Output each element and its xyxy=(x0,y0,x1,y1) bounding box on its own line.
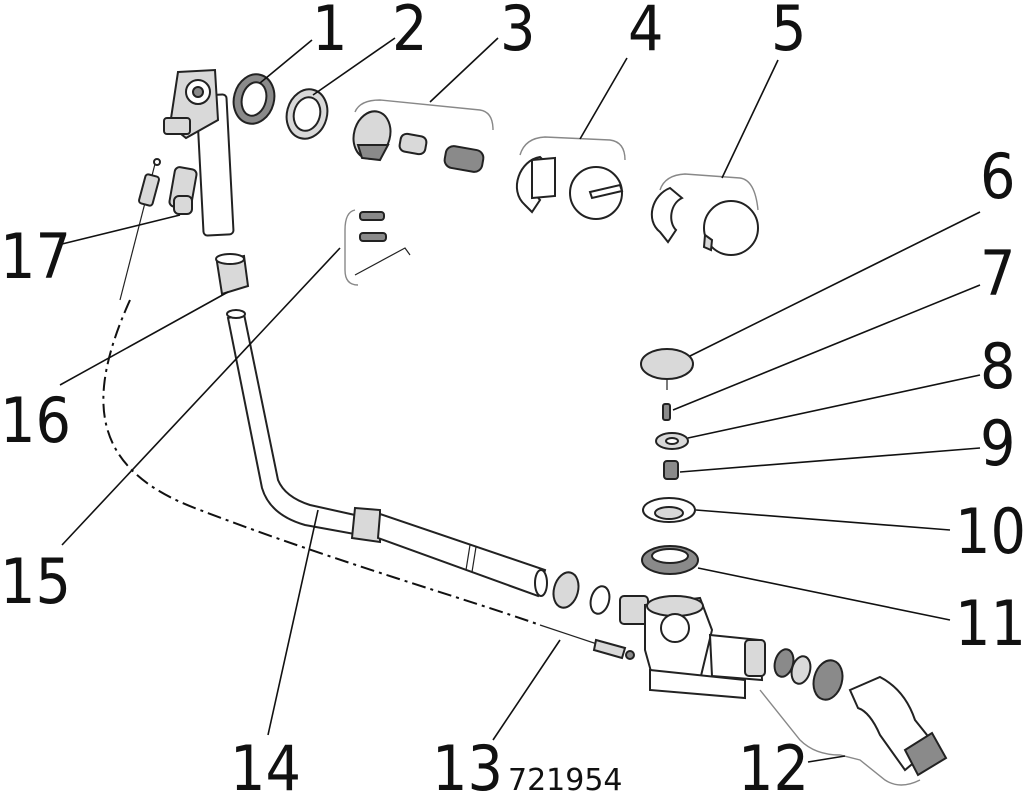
label-3: 3 xyxy=(500,0,535,65)
part-17-cable-end xyxy=(119,158,198,301)
bowden-cable xyxy=(102,299,541,626)
label-5: 5 xyxy=(771,0,806,65)
drain-body xyxy=(552,571,766,700)
label-11: 11 xyxy=(955,587,1024,660)
label-17: 17 xyxy=(0,220,71,293)
label-4: 4 xyxy=(628,0,663,65)
part-code: 721954 xyxy=(508,763,623,794)
part-8-washer xyxy=(655,432,689,450)
leader-lines xyxy=(59,37,981,763)
bracket-12 xyxy=(759,689,921,786)
part-11-nut xyxy=(641,545,699,575)
bracket-15 xyxy=(344,209,359,286)
part-13-rod xyxy=(539,624,635,660)
label-2: 2 xyxy=(392,0,427,65)
part-1-ring xyxy=(232,73,276,125)
label-10: 10 xyxy=(955,495,1024,568)
label-6: 6 xyxy=(980,140,1015,213)
label-8: 8 xyxy=(980,330,1015,403)
label-9: 9 xyxy=(980,407,1015,480)
part-2-ring xyxy=(285,88,329,140)
label-1: 1 xyxy=(312,0,347,65)
bracket-5 xyxy=(659,173,759,211)
bracket-4 xyxy=(519,136,626,161)
overflow-elbow xyxy=(163,68,235,237)
part-7-screw xyxy=(662,403,671,421)
label-13: 13 xyxy=(432,732,503,794)
part-10-flange xyxy=(642,497,696,523)
label-7: 7 xyxy=(980,237,1015,310)
bracket-3 xyxy=(354,99,494,131)
part-12-set xyxy=(773,648,948,777)
label-12: 12 xyxy=(738,732,809,794)
label-16: 16 xyxy=(0,384,71,457)
part-6-plug xyxy=(640,348,694,390)
part-4-set xyxy=(515,155,624,220)
part-9-insert xyxy=(663,460,679,480)
part-14-pipe xyxy=(226,309,548,598)
label-14: 14 xyxy=(230,732,301,794)
part-5-set xyxy=(650,186,759,256)
part-3-set xyxy=(352,110,485,173)
part-16-sleeve xyxy=(215,253,250,296)
label-15: 15 xyxy=(0,545,71,618)
part-15-set xyxy=(354,211,411,276)
